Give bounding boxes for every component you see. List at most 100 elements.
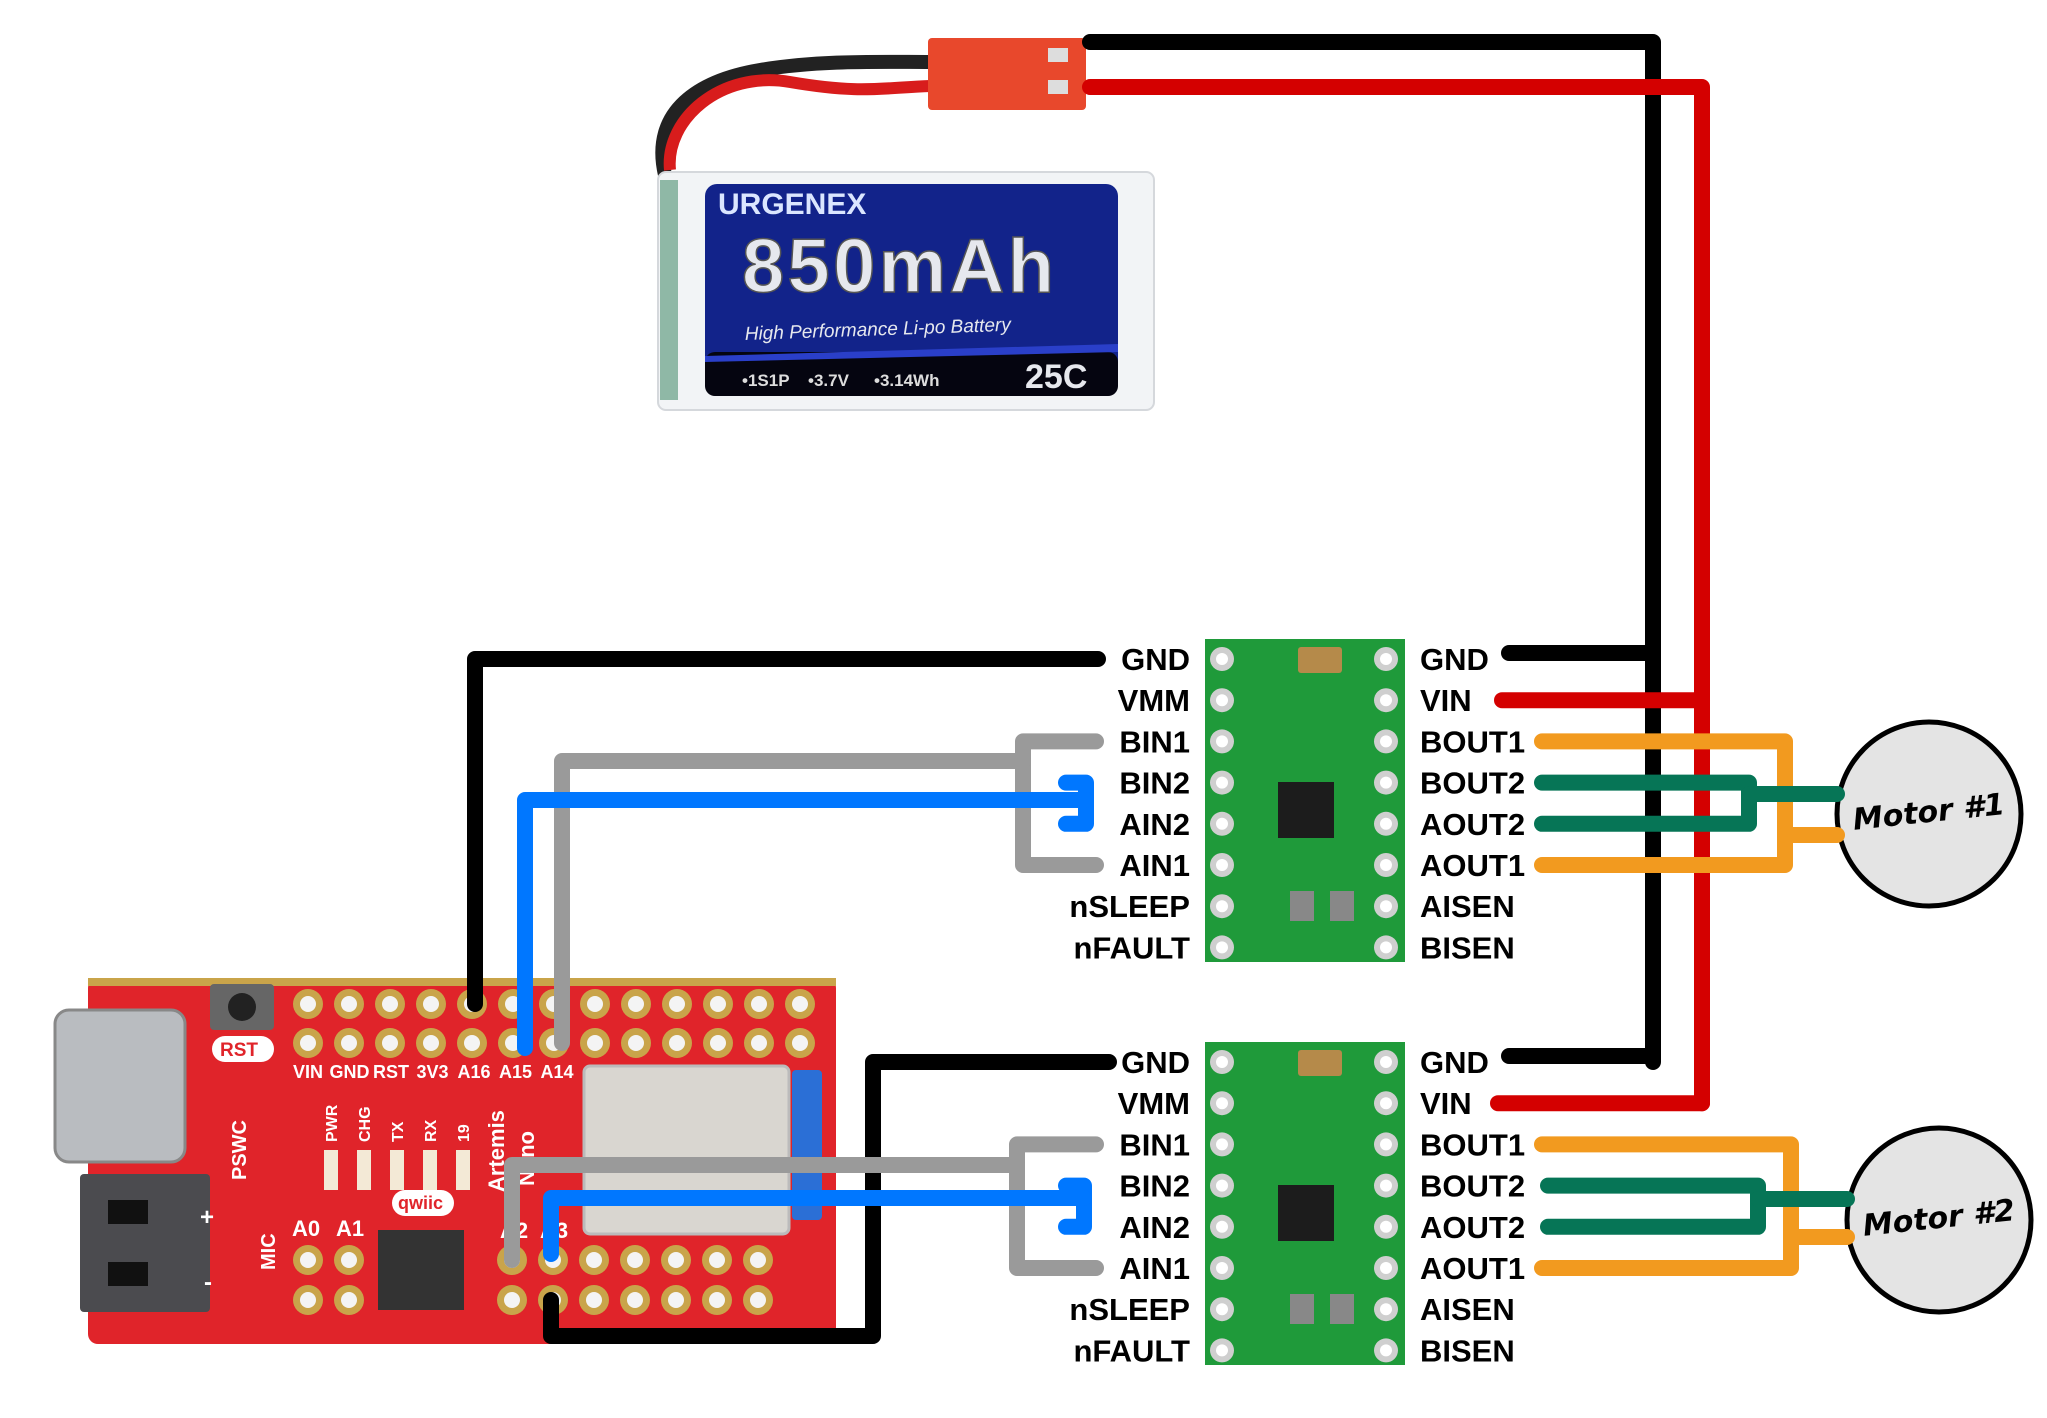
led-label: 19 [456, 1124, 473, 1142]
header-hole-center [628, 1035, 644, 1051]
driver-pin-hole-center [1216, 859, 1228, 871]
driver-left-pin-label: AIN2 [1119, 1210, 1190, 1245]
driver-pin-hole-center [1380, 653, 1392, 665]
header-hole-center [751, 1035, 767, 1051]
capacitor [1298, 647, 1342, 673]
motor-2-body [1844, 1125, 2034, 1315]
battery-lead-black [655, 54, 931, 177]
header-hole-center [587, 996, 603, 1012]
driver-pin-hole-center [1380, 1056, 1392, 1068]
led [456, 1150, 470, 1190]
driver1-gnd-to-mcu [467, 651, 1106, 1012]
driver-pin-hole-center [1380, 900, 1392, 913]
driver-left-pin-label: AIN1 [1119, 848, 1190, 883]
driver2-in2-wire [1058, 1177, 1092, 1235]
driver-pin-hole-center [1216, 1097, 1228, 1110]
header-hole-center [628, 996, 644, 1012]
driver-left-pin-label: nFAULT [1073, 930, 1190, 965]
driver2-gnd-to-mcu [543, 1054, 1117, 1344]
header-hole-center [627, 1252, 643, 1268]
motor-1-body [1834, 719, 2024, 909]
driver2-in2-to-mcu [543, 1190, 1092, 1262]
driver-left-pin-label: BIN1 [1119, 724, 1190, 759]
battery-gnd-wire [1082, 34, 1661, 1070]
driver-pin-hole-center [1380, 1138, 1392, 1151]
a1-label: A1 [336, 1216, 364, 1241]
wires [467, 34, 1855, 1344]
driver-left-pin-label: BIN2 [1119, 766, 1190, 801]
led [324, 1150, 338, 1190]
led [390, 1150, 404, 1190]
connector-contact [1048, 80, 1068, 94]
driver-pin-hole-center [1216, 1138, 1228, 1151]
battery-brand: URGENEX [718, 188, 866, 221]
led-label: TX [390, 1121, 407, 1142]
header-label: A15 [499, 1062, 532, 1082]
battery-spec-energy: •3.14Wh [874, 371, 939, 390]
driver-left-pin-label: nFAULT [1073, 1333, 1190, 1368]
header-hole-center [627, 1292, 643, 1308]
driver-right-pin-label: BOUT2 [1420, 766, 1525, 801]
driver-right-pin-label: AISEN [1420, 889, 1515, 924]
header-hole-center [668, 1292, 684, 1308]
driver-pin-hole-center [1216, 1303, 1228, 1316]
driver-pin-hole-center [1216, 941, 1228, 954]
battery-jst-connector [80, 1174, 210, 1312]
driver-pin-hole-center [1380, 817, 1392, 830]
header-hole-center [750, 1252, 766, 1268]
battery-label [705, 184, 1118, 396]
header-hole-center [750, 1292, 766, 1308]
header-hole-center [382, 996, 398, 1012]
qwiic-label: qwiic [398, 1193, 443, 1213]
battery-rating: 25C [1025, 358, 1087, 396]
header-hole-center [586, 1292, 602, 1308]
motor1-out1-wire [1534, 733, 1793, 873]
driver-pin-hole-center [1216, 653, 1228, 665]
pswc-label: PSWC [229, 1120, 251, 1180]
header-holes [293, 989, 815, 1315]
capacitor [1298, 1050, 1342, 1076]
sense-resistor [1290, 891, 1314, 921]
header-label: RST [373, 1062, 409, 1082]
qwiic-connector [378, 1230, 464, 1310]
driver-pin-hole-center [1216, 1056, 1228, 1068]
header-hole-center [300, 1252, 316, 1268]
artemis-module [582, 1064, 791, 1236]
header-hole-center [341, 996, 357, 1012]
header-hole-center [710, 996, 726, 1012]
led [357, 1150, 371, 1190]
driver-left-pin-label: GND [1121, 1045, 1190, 1080]
motor2-out2-wire [1540, 1177, 1766, 1235]
header-hole-center [669, 996, 685, 1012]
driver-pin-hole-center [1380, 1179, 1392, 1192]
driver-pin-hole-center [1380, 1344, 1392, 1357]
driver-pin-hole-center [1380, 694, 1392, 707]
header-hole-center [423, 1035, 439, 1051]
header-label: A14 [540, 1062, 573, 1082]
driver-pin-hole-center [1380, 1262, 1392, 1274]
jst-slot [108, 1262, 148, 1286]
header-hole-center [300, 996, 316, 1012]
driver-pin-hole-center [1216, 900, 1228, 913]
header-hole-center [341, 1292, 357, 1308]
plus-label: + [200, 1204, 214, 1231]
header-label: VIN [293, 1062, 323, 1082]
rst-badge [212, 1036, 274, 1062]
driver-right-pin-label: VIN [1420, 683, 1472, 718]
a0-label: A0 [292, 1216, 320, 1241]
driver-left-pin-label: VMM [1118, 1086, 1190, 1121]
header-hole-center [792, 996, 808, 1012]
driver-right-pin-label: AOUT1 [1420, 1251, 1525, 1286]
antenna [792, 1070, 822, 1220]
header-hole-center [751, 996, 767, 1012]
header-hole-center [464, 1035, 480, 1051]
driver-left-pin-label: AIN2 [1119, 807, 1190, 842]
led-label: RX [423, 1119, 440, 1142]
driver-pin-hole-center [1380, 1303, 1392, 1316]
header-hole-center [504, 1292, 520, 1308]
